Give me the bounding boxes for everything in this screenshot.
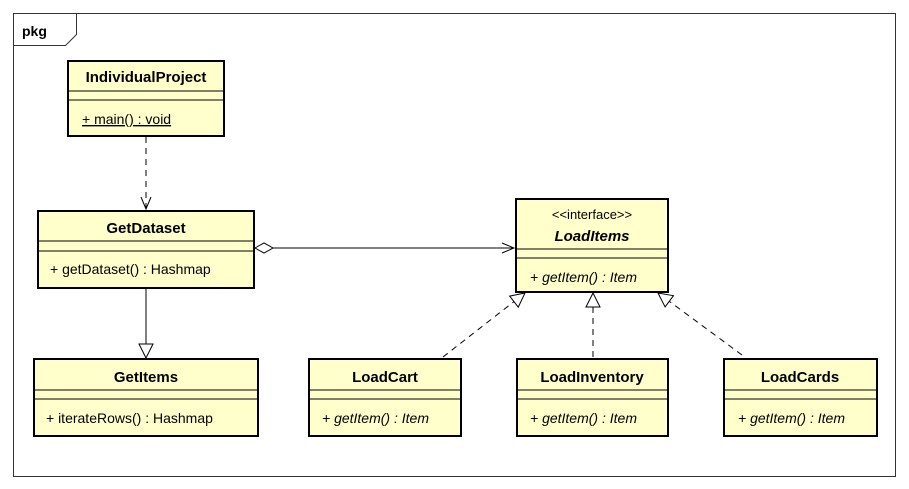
class-name: LoadCards (761, 369, 839, 386)
class-load-cart[interactable]: LoadCart + getItem() : Item (308, 358, 462, 437)
class-name: GetDataset (106, 220, 185, 237)
operation-getdataset: + getDataset() : Hashmap (50, 261, 211, 277)
class-name: LoadCart (352, 369, 418, 386)
stereotype-label: <<interface>> (552, 207, 632, 222)
operation-iteraterows: + iterateRows() : Hashmap (46, 410, 213, 426)
class-load-cards[interactable]: LoadCards + getItem() : Item (723, 358, 878, 437)
realization-loadcart-loaditems (442, 293, 525, 358)
class-individual-project[interactable]: IndividualProject + main() : void (67, 60, 225, 137)
operation-getitem: + getItem() : Item (530, 410, 637, 426)
class-get-items[interactable]: GetItems + iterateRows() : Hashmap (33, 358, 259, 437)
package-label: pkg (22, 23, 47, 39)
class-load-inventory[interactable]: LoadInventory + getItem() : Item (516, 358, 669, 437)
package-frame (13, 13, 896, 477)
realization-loadcards-loaditems (658, 293, 743, 356)
operation-getitem: + getItem() : Item (322, 410, 429, 426)
class-get-dataset[interactable]: GetDataset + getDataset() : Hashmap (37, 210, 255, 289)
class-name: IndividualProject (86, 69, 207, 86)
class-name: LoadInventory (540, 369, 644, 386)
interface-name: LoadItems (554, 228, 629, 245)
operation-getitem: + getItem() : Item (738, 410, 845, 426)
operation-main: + main() : void (82, 111, 171, 127)
operation-getitem: + getItem() : Item (530, 269, 637, 285)
package-tab (13, 13, 77, 46)
class-name: GetItems (114, 369, 178, 386)
interface-load-items[interactable]: <<interface>> LoadItems + getItem() : It… (515, 198, 669, 293)
